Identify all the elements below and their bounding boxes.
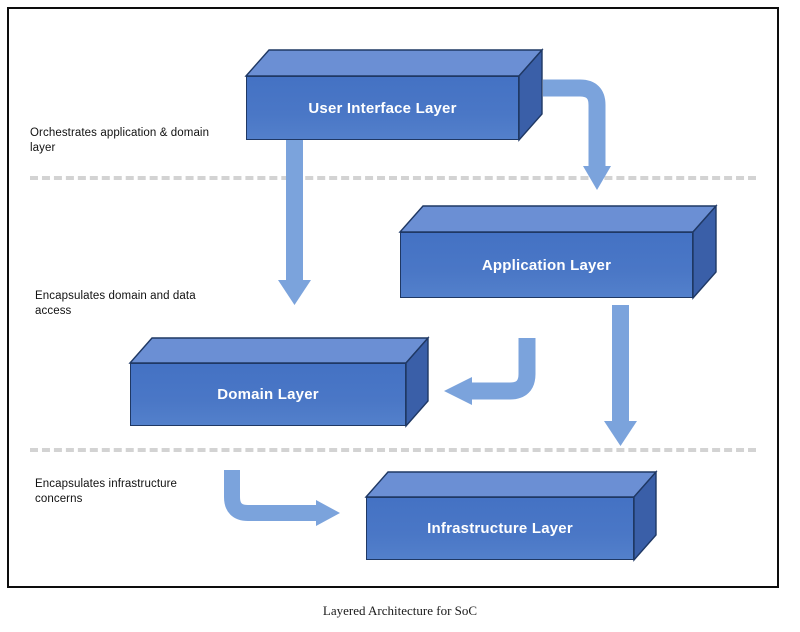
layer-box-user-interface-layer[interactable]: User Interface Layer bbox=[244, 48, 544, 142]
layer-box-front-face: Infrastructure Layer bbox=[366, 497, 634, 560]
layer-box-front-face: User Interface Layer bbox=[246, 76, 519, 140]
diagram-caption: Layered Architecture for SoC bbox=[322, 603, 478, 618]
note-encapsulates-infrastructure: Encapsulates infrastructure concerns bbox=[35, 478, 178, 505]
box-3d-faces bbox=[398, 204, 718, 300]
layer-box-application-layer[interactable]: Application Layer bbox=[398, 204, 718, 300]
divider-lower bbox=[30, 448, 756, 452]
box-3d-faces bbox=[364, 470, 658, 562]
note-orchestrates: Orchestrates application & domain layer bbox=[30, 127, 210, 154]
layer-box-domain-layer[interactable]: Domain Layer bbox=[128, 336, 430, 428]
layer-label-user-interface-layer: User Interface Layer bbox=[308, 99, 457, 117]
layer-label-domain-layer: Domain Layer bbox=[217, 386, 319, 403]
layer-box-front-face: Domain Layer bbox=[130, 363, 406, 426]
layer-label-application-layer: Application Layer bbox=[481, 256, 612, 274]
divider-upper bbox=[30, 176, 756, 180]
layer-label-infrastructure-layer: Infrastructure Layer bbox=[427, 520, 573, 537]
layer-box-front-face: Application Layer bbox=[400, 232, 693, 298]
note-encapsulates-domain: Encapsulates domain and data access bbox=[35, 290, 196, 317]
layer-box-infrastructure-layer[interactable]: Infrastructure Layer bbox=[364, 470, 658, 562]
